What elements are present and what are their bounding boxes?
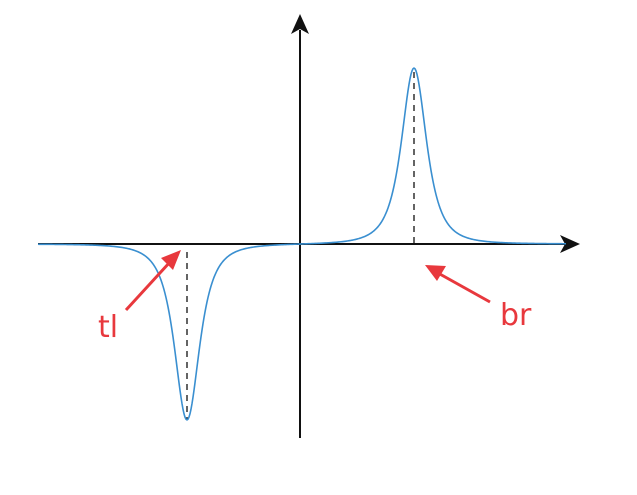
y-axis-arrowhead	[291, 14, 309, 34]
tl-arrow	[124, 250, 181, 312]
br-label: br	[500, 298, 532, 333]
signal-curve	[37, 67, 566, 421]
axes	[38, 14, 580, 438]
br-arrow	[425, 265, 491, 304]
x-axis-arrowhead	[560, 235, 580, 253]
tl-label: tl	[98, 310, 118, 345]
